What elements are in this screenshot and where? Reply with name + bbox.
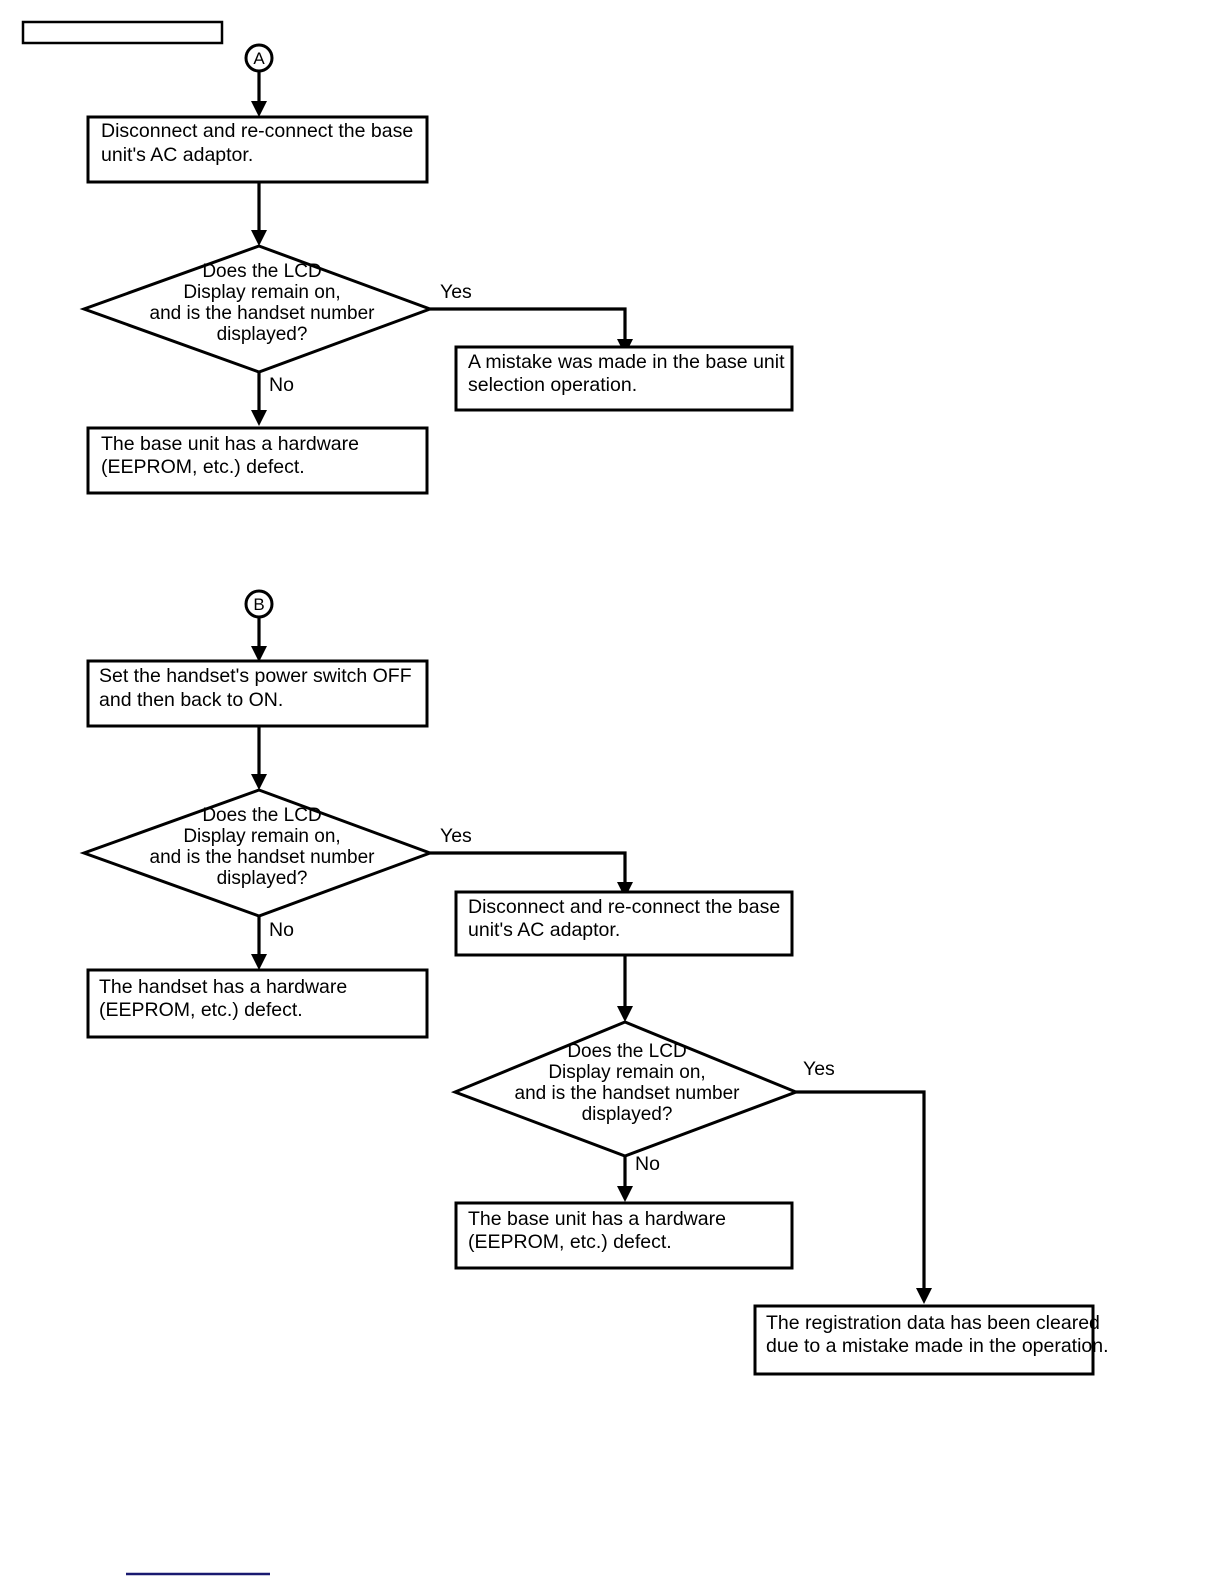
node-b-decision-2-result-no [454,1201,794,1270]
node-a-process-1 [86,115,429,184]
arrowhead-b-decision2-no [617,1186,633,1202]
node-b-decision-2-line-2: and is the handset number [515,1083,741,1104]
branch-label-b-decision2-no: No [635,1153,660,1175]
branch-label-b-decision1-yes: Yes [440,825,472,847]
arrowhead-a-process1-to-decision1 [251,230,267,246]
node-a-decision-1-line-1: Display remain on, [183,282,340,303]
node-b-decision-1-line-2: and is the handset number [150,847,376,868]
arrowhead-connector-a-to-process1 [251,101,267,117]
node-b-decision-2-result-no-line-0: The base unit has a hardware [468,1208,726,1230]
node-a-result-yes [454,345,794,412]
node-a-result-yes-line-1: selection operation. [468,374,637,396]
node-b-process-1-line-0: Set the handset's power switch OFF [99,665,412,687]
node-a-decision-1-line-3: displayed? [217,324,308,345]
arrowhead-b-decision1-no [251,954,267,970]
header-placeholder-box [21,20,224,45]
arrowhead-b-process2-to-decision2 [617,1006,633,1022]
node-a-result-no-line-1: (EEPROM, etc.) defect. [101,456,305,478]
node-b-result-no [86,968,429,1039]
node-b-process-1-line-1: and then back to ON. [99,689,283,711]
node-b-decision-2-result-yes-line-1: due to a mistake made in the operation. [766,1335,1109,1357]
arrowhead-b-decision1-yes [617,882,633,898]
branch-label-a-decision1-no: No [269,374,294,396]
arrowhead-b-decision2-yes [916,1288,932,1304]
edge-a-decision1-yes [430,307,627,343]
node-b-decision-1-line-3: displayed? [217,868,308,889]
branch-label-b-decision1-no: No [269,919,294,941]
node-b-decision-2-line-1: Display remain on, [548,1062,705,1083]
connector-b-letter: B [253,595,264,614]
node-a-process-1-line-1: unit's AC adaptor. [101,144,253,166]
branch-label-a-decision1-yes: Yes [440,281,472,303]
node-b-decision-1-line-0: Does the LCD [202,805,321,826]
node-a-process-1-line-0: Disconnect and re-connect the base [101,120,413,142]
node-b-decision-2-result-no-line-1: (EEPROM, etc.) defect. [468,1231,672,1253]
node-a-decision-1-line-0: Does the LCD [202,261,321,282]
edge-b-decision2-yes [796,1090,926,1292]
connector-a-letter: A [253,49,265,68]
arrowhead-a-decision1-no [251,410,267,426]
branch-label-b-decision2-yes: Yes [803,1058,835,1080]
node-b-process-2-line-1: unit's AC adaptor. [468,919,620,941]
node-a-result-yes-line-0: A mistake was made in the base unit [468,351,785,373]
node-b-process-1 [86,659,429,728]
node-b-decision-2-line-3: displayed? [582,1104,673,1125]
node-b-decision-1-line-1: Display remain on, [183,826,340,847]
node-b-result-no-line-0: The handset has a hardware [99,976,347,998]
node-b-decision-2-line-0: Does the LCD [567,1041,686,1062]
node-b-decision-2-result-yes-line-0: The registration data has been cleared [766,1312,1100,1334]
node-a-result-no-line-0: The base unit has a hardware [101,433,359,455]
arrowhead-b-process1-to-decision1 [251,774,267,790]
node-b-result-no-line-1: (EEPROM, etc.) defect. [99,999,303,1021]
node-b-process-2 [454,890,794,957]
node-b-process-2-line-0: Disconnect and re-connect the base [468,896,780,918]
node-a-decision-1-line-2: and is the handset number [150,303,376,324]
node-a-result-no [86,426,429,495]
node-b-decision-2-result-yes [753,1304,1095,1376]
edge-b-decision1-yes [430,851,627,886]
arrowhead-connector-b-to-process1 [251,646,267,662]
